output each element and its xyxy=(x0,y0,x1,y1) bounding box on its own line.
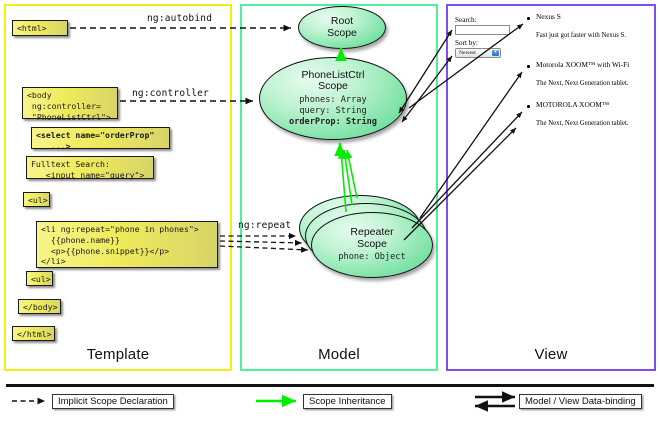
scope-phonelistctrl-title: PhoneListCtrl Scope xyxy=(301,68,365,93)
phone-name: MOTOROLA XOOM™ xyxy=(536,100,610,109)
legend-item-implicit-scope-declaration: Implicit Scope Declaration xyxy=(52,394,174,409)
search-input[interactable] xyxy=(455,25,510,35)
legend-glyph-model-view-data-binding xyxy=(475,391,515,412)
phone-snippet: The Next, Next Generation tablet. xyxy=(536,80,629,87)
legend-item-scope-inheritance: Scope Inheritance xyxy=(303,394,392,409)
list-bullet xyxy=(527,65,530,68)
phone-name: Nexus S xyxy=(536,12,561,21)
code-box-select-orderprop: <select name="orderProp" ...> xyxy=(31,127,170,151)
panel-model-label: Model xyxy=(318,346,360,363)
connector-label-ng-controller: ng:controller xyxy=(132,88,209,99)
scope-repeater-props: phone: Object xyxy=(338,252,406,263)
legend-item-model-view-data-binding: Model / View Data-binding xyxy=(519,394,642,409)
scope-root: Root Scope xyxy=(298,6,386,49)
connector-label-ng-repeat: ng:repeat xyxy=(238,220,292,231)
code-box-body-open: <body ng:controller= "PhoneListCtrl"> xyxy=(22,87,118,122)
scope-root-title: Root Scope xyxy=(327,14,357,39)
scope-phonelistctrl-props: phones: Array query: String orderProp: S… xyxy=(289,95,377,127)
phone-name: Motorola XOOM™ with Wi-Fi xyxy=(536,60,630,69)
panel-template-label: Template xyxy=(86,346,150,363)
code-box-html-open: <html> xyxy=(12,20,68,36)
code-box-ul-open: <ul> xyxy=(23,192,50,207)
view-sort-label: Sort by: xyxy=(455,39,478,47)
list-bullet xyxy=(527,105,530,108)
panel-template: Template xyxy=(4,4,232,371)
view-search-label: Search: xyxy=(455,16,477,24)
legend-divider xyxy=(6,384,654,387)
scope-repeater-title: Repeater Scope xyxy=(350,225,394,250)
list-bullet xyxy=(527,17,530,20)
phone-snippet: The Next, Next Generation tablet. xyxy=(536,120,629,127)
connector-label-ng-autobind: ng:autobind xyxy=(147,13,213,24)
chevron-down-icon: ▾ xyxy=(492,50,499,56)
phone-snippet: Fast just got faster with Nexus S. xyxy=(536,32,627,39)
code-box-li-repeat: <li ng:repeat="phone in phones"> {{phone… xyxy=(36,221,218,268)
scope-repeater: Repeater Scope phone: Object xyxy=(311,212,433,278)
sort-by-select[interactable]: Newest ▾ xyxy=(455,48,501,58)
scope-phonelistctrl: PhoneListCtrl Scope phones: Array query:… xyxy=(259,57,407,140)
code-box-body-close: </body> xyxy=(18,299,61,314)
code-box-ul-close: <ul> xyxy=(26,271,53,286)
panel-view-label: View xyxy=(534,346,568,363)
sort-by-selected-value: Newest xyxy=(459,50,476,56)
code-box-fulltext-search: Fulltext Search: <input name="query"> xyxy=(26,156,154,180)
code-box-html-close: </html> xyxy=(12,326,55,341)
